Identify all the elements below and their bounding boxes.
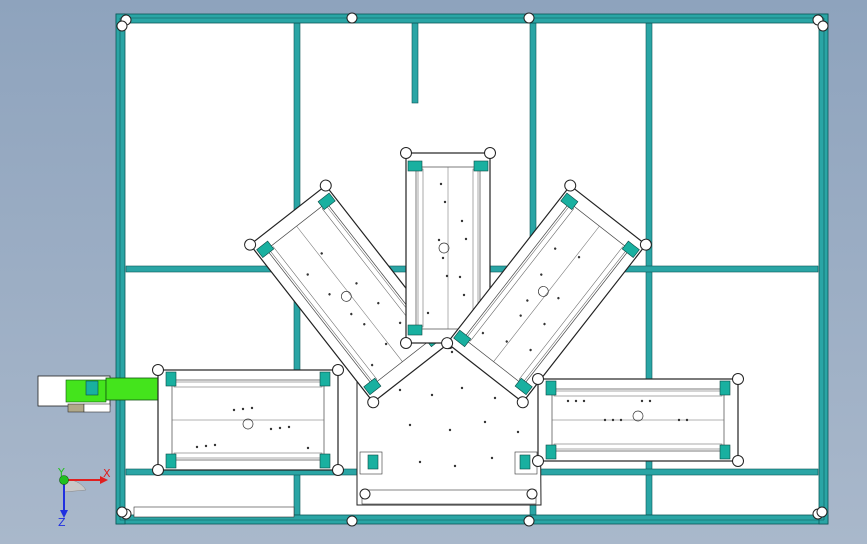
sensor (363, 377, 382, 396)
station-right (532, 373, 744, 467)
triad-y-label: Y (57, 466, 65, 479)
frame-profile-slots (119, 17, 825, 521)
mount-node (152, 364, 164, 376)
sensor (560, 192, 579, 211)
mount-node (367, 396, 380, 409)
mount-node (532, 455, 544, 467)
sensor (317, 192, 336, 211)
mount-node (516, 396, 529, 409)
sensor (165, 371, 177, 387)
station-left (152, 364, 344, 476)
mount-node (564, 179, 577, 192)
sensor (256, 240, 275, 259)
sensor (545, 444, 557, 460)
sensor (165, 453, 177, 469)
triad-z-label: Z (58, 516, 66, 529)
mount-node (332, 364, 344, 376)
sensor (319, 453, 331, 469)
sensor (319, 371, 331, 387)
sensor (407, 160, 423, 172)
mount-node (244, 238, 257, 251)
coordinate-triad: X Y Z (57, 466, 111, 529)
mount-node (332, 464, 344, 476)
base-plate-mounts (359, 488, 538, 500)
mount-node (152, 464, 164, 476)
sensor (719, 444, 731, 460)
mount-node (732, 373, 744, 385)
frame-joints (116, 12, 829, 527)
mount-node (441, 337, 454, 350)
mount-node (400, 147, 412, 159)
station-modules (152, 147, 744, 476)
mount-node (319, 179, 332, 192)
triad-y-axis (59, 475, 69, 485)
triad-x-label: X (103, 467, 111, 480)
mount-node (400, 337, 412, 349)
sensor (719, 380, 731, 396)
mount-node (732, 455, 744, 467)
sensor (453, 329, 472, 348)
sensor (514, 377, 533, 396)
sensor (545, 380, 557, 396)
sensor (473, 160, 489, 172)
station-top (400, 147, 496, 349)
frame-outer-profiles (115, 13, 829, 525)
mount-node (484, 147, 496, 159)
sensor (621, 240, 640, 259)
station-upper-right (441, 179, 652, 409)
sensor (407, 324, 423, 336)
mount-node (639, 238, 652, 251)
mount-node (532, 373, 544, 385)
